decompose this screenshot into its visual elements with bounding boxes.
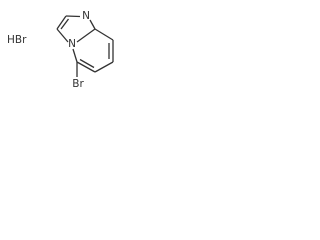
bond-c3-c2-double: [60, 18, 70, 30]
hbr-salt-label: HBr: [7, 34, 27, 46]
bond-c7-c6: [94, 61, 114, 73]
bridgehead-nitrogen-label: N: [68, 38, 76, 50]
bond-c5-n4: [72, 48, 78, 63]
bond-c6-c5-double: [79, 58, 95, 69]
bond-c8a-c8: [94, 28, 114, 41]
chemical-structure-drawing: HBr N N Br: [7, 10, 114, 90]
bond-c3-c2: [56, 15, 67, 30]
bond-c6-c5: [76, 61, 96, 73]
bond-n4-c8a: [76, 28, 96, 43]
bond-n1-c8a: [89, 19, 96, 30]
bond-c3-n4: [56, 28, 69, 43]
bond-c2-n1: [65, 15, 81, 18]
imidazole-nitrogen-label: N: [82, 10, 90, 22]
bromine-substituent-label: Br: [72, 78, 84, 90]
